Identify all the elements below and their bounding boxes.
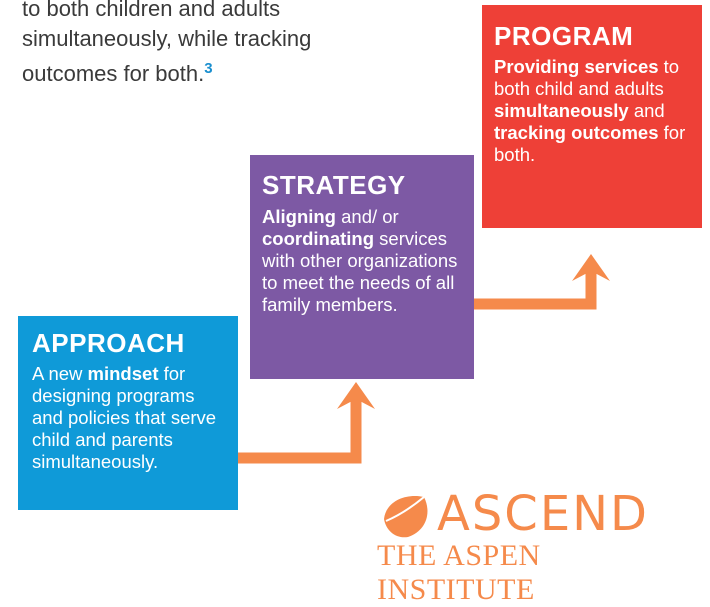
intro-line-text: outcomes for both.: [22, 61, 205, 86]
strategy-text-1: and/ or: [335, 206, 399, 227]
footnote-ref[interactable]: 3: [204, 60, 213, 77]
program-box: PROGRAM Providing services to both child…: [482, 5, 702, 228]
approach-title: APPROACH: [32, 328, 185, 358]
approach-bold-1: mindset: [87, 363, 159, 384]
strategy-box: STRATEGY Aligning and/ or coordinating s…: [250, 155, 474, 379]
program-description: Providing services to both child and adu…: [494, 56, 690, 166]
connector-arrows: [238, 254, 610, 464]
intro-line: outcomes for both.3: [22, 54, 382, 89]
program-title: PROGRAM: [494, 21, 634, 51]
logo-name: ASCEND: [437, 486, 650, 542]
strategy-text-2: services with other organizations to mee…: [262, 228, 458, 315]
program-text-2: and: [628, 100, 665, 121]
logo-subtitle: THE ASPEN INSTITUTE: [377, 539, 541, 606]
strategy-title: STRATEGY: [262, 170, 406, 200]
approach-text-1: A new: [32, 363, 88, 384]
intro-text: to both children and adults simultaneous…: [22, 0, 382, 89]
intro-line: simultaneously, while tracking: [22, 26, 312, 51]
arrowhead-strategy: [337, 382, 375, 409]
program-bold-3: tracking outcomes: [494, 122, 659, 143]
program-bold-1: Providing services: [494, 56, 659, 77]
strategy-description: Aligning and/ or coordinating services w…: [262, 206, 462, 316]
intro-line: to both children and adults: [22, 0, 281, 21]
approach-text-2: for designing programs and policies that…: [32, 363, 217, 472]
program-bold-2: simultaneously: [494, 100, 629, 121]
arrow-approach-to-strategy: [238, 395, 362, 464]
strategy-bold-1: Aligning: [262, 206, 336, 227]
arrowhead-program: [572, 254, 610, 281]
program-text-1: to both child and adults: [494, 56, 680, 99]
ascend-logo: ASCEND THE ASPEN INSTITUTE: [375, 486, 700, 606]
approach-box: APPROACH A new mindset for designing pro…: [18, 316, 238, 510]
approach-description: A new mindset for designing programs and…: [32, 363, 224, 473]
strategy-bold-2: coordinating: [262, 228, 375, 249]
aspen-leaf-icon: [384, 495, 428, 538]
program-text-3: for both.: [494, 122, 686, 165]
arrow-strategy-to-program: [474, 267, 597, 310]
